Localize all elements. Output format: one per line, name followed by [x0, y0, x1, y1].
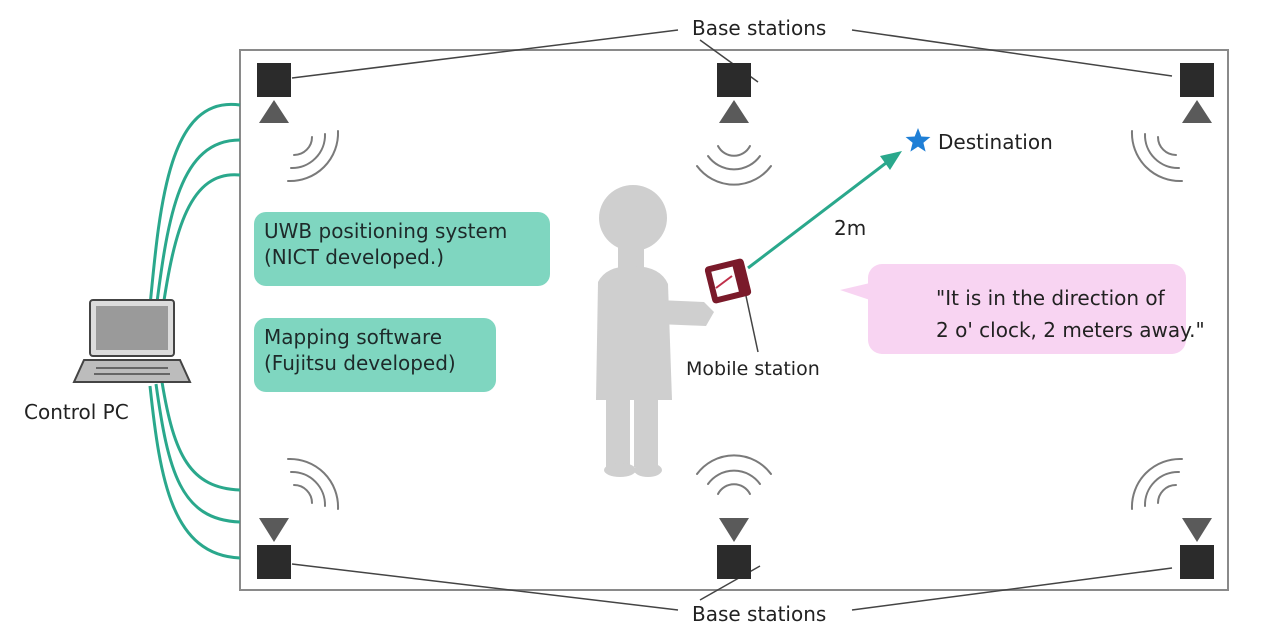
room-outline: [239, 49, 1229, 591]
base-station-bottom-center: [717, 518, 751, 579]
mobile-station-leader: [745, 295, 759, 353]
speech-line1: "It is in the direction of: [936, 286, 1165, 310]
laptop-icon: [72, 299, 192, 383]
uwb-box-line2: (NICT developed.): [264, 245, 444, 269]
arrowhead: [880, 151, 902, 170]
base-station-top-center: [717, 63, 751, 123]
control-pc-cables: [148, 102, 241, 560]
signal-waves-top-center: [696, 145, 772, 186]
uwb-positioning-box: UWB positioning system (NICT developed.): [254, 212, 550, 286]
mapping-box-line1: Mapping software: [264, 325, 443, 349]
base-stations-label-bottom: Base stations: [692, 602, 827, 626]
direction-arrow: [747, 158, 891, 270]
speech-text: "It is in the direction of 2 o' clock, 2…: [936, 282, 1205, 346]
star-icon: [905, 128, 931, 152]
base-station-top-left: [257, 63, 291, 123]
control-pc-label: Control PC: [24, 400, 129, 424]
destination-label: Destination: [938, 130, 1053, 154]
mapping-software-box: Mapping software (Fujitsu developed): [254, 318, 496, 392]
signal-waves-bottom-center: [696, 454, 772, 495]
speech-bubble: [868, 264, 1186, 354]
base-station-bottom-left: [257, 518, 291, 579]
base-station-top-right: [1180, 63, 1214, 123]
person-silhouette: [596, 185, 714, 477]
mapping-box-line2: (Fujitsu developed): [264, 351, 456, 375]
signal-waves-top-left: [287, 130, 340, 183]
signal-waves-top-right: [1130, 130, 1183, 183]
signal-waves-bottom-left: [287, 457, 340, 510]
speech-line2: 2 o' clock, 2 meters away.": [936, 318, 1205, 342]
mobile-station-label: Mobile station: [686, 358, 820, 380]
distance-label: 2m: [834, 216, 867, 240]
uwb-box-line1: UWB positioning system: [264, 219, 508, 243]
signal-waves-bottom-right: [1130, 457, 1183, 510]
base-station-bottom-right: [1180, 518, 1214, 579]
mobile-device-icon: [704, 258, 752, 304]
speech-bubble-tail: [840, 283, 870, 300]
base-stations-label-top: Base stations: [692, 16, 827, 40]
